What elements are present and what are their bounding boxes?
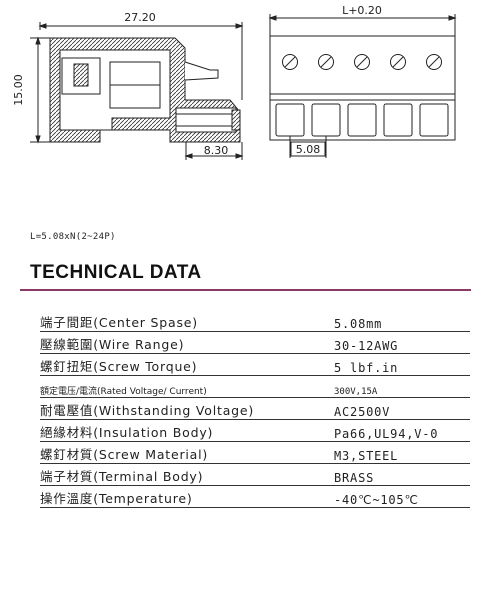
spec-value: 300V,15A (334, 375, 470, 398)
dim-width-label: 27.20 (124, 11, 156, 24)
technical-drawing: 27.20 15.00 8.30 L+0.20 5.08 (12, 4, 457, 160)
spec-label: 耐電壓值(Withstanding Voltage) (40, 397, 334, 420)
spec-value: M3,STEEL (334, 441, 470, 464)
spec-label: 端子材質(Terminal Body) (40, 463, 334, 486)
spec-row-rated-voltage: 額定電压/電流(Rated Voltage/ Current) 300V,15A (40, 375, 470, 398)
spec-value: -40℃~105℃ (334, 485, 470, 508)
spec-label: 壓線範圍(Wire Range) (40, 331, 334, 354)
spec-value: 5.08mm (334, 310, 470, 332)
dim-pin-label: 8.30 (204, 144, 229, 157)
spec-row-center-spacing: 端子間距(Center Spase) 5.08mm (40, 310, 470, 332)
spec-label: 操作溫度(Temperature) (40, 485, 334, 508)
title-divider (20, 289, 471, 291)
spec-value: BRASS (334, 463, 470, 486)
spec-label: 額定電压/電流(Rated Voltage/ Current) (40, 375, 334, 398)
spec-label: 端子間距(Center Spase) (40, 310, 334, 332)
spec-value: 5 lbf.in (334, 353, 470, 376)
spec-row-terminal-body: 端子材質(Terminal Body) BRASS (40, 463, 470, 486)
length-formula: L=5.08xN(2~24P) (30, 232, 116, 242)
spec-label: 螺釘材質(Screw Material) (40, 441, 334, 464)
side-view (30, 22, 244, 160)
spec-label: 絕緣材料(Insulation Body) (40, 419, 334, 442)
dim-pitch-label: 5.08 (296, 143, 321, 156)
section-title: TECHNICAL DATA (30, 262, 202, 283)
spec-value: Pa66,UL94,V-0 (334, 419, 470, 442)
spec-row-wire-range: 壓線範圍(Wire Range) 30-12AWG (40, 331, 470, 354)
spec-row-temperature: 操作溫度(Temperature) -40℃~105℃ (40, 485, 470, 508)
spec-row-screw-torque: 螺釘扭矩(Screw Torque) 5 lbf.in (40, 353, 470, 376)
spec-value: AC2500V (334, 397, 470, 420)
spec-label: 螺釘扭矩(Screw Torque) (40, 353, 334, 376)
spec-row-insulation-body: 絕緣材料(Insulation Body) Pa66,UL94,V-0 (40, 419, 470, 442)
dim-height-label: 15.00 (12, 74, 25, 106)
spec-row-screw-material: 螺釘材質(Screw Material) M3,STEEL (40, 441, 470, 464)
front-view (268, 14, 457, 158)
dim-length-label: L+0.20 (342, 4, 382, 17)
spec-value: 30-12AWG (334, 331, 470, 354)
spec-table: 端子間距(Center Spase) 5.08mm 壓線範圍(Wire Rang… (40, 310, 470, 508)
spec-row-withstanding-voltage: 耐電壓值(Withstanding Voltage) AC2500V (40, 397, 470, 420)
